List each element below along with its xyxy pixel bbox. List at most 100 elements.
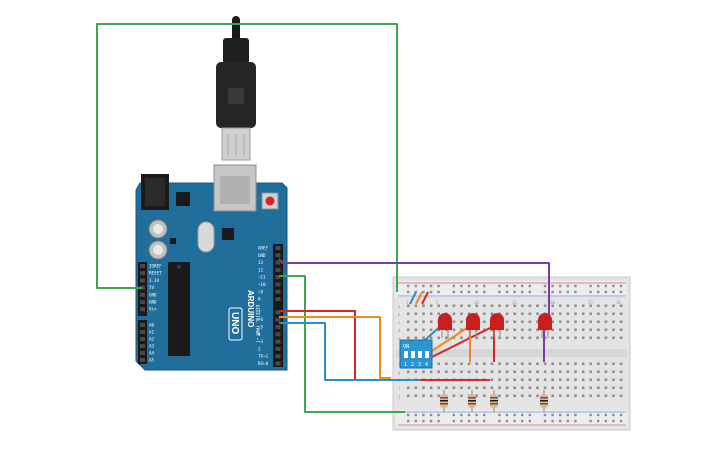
rail-hole [619, 284, 623, 288]
breadboard-hole [597, 386, 600, 390]
digital-pin-socket[interactable] [275, 310, 281, 315]
dip-switch-3[interactable] [418, 351, 422, 358]
breadboard-hole [483, 312, 486, 316]
resistor-2[interactable] [468, 390, 476, 412]
digital-pin-socket[interactable] [275, 253, 281, 258]
analog-pin-socket[interactable] [140, 351, 145, 355]
power-pin-socket[interactable] [140, 300, 145, 304]
digital-pin-socket[interactable] [275, 325, 281, 329]
wires[interactable] [96, 23, 550, 413]
digital-pin-socket[interactable] [275, 346, 281, 351]
analog-pin-socket[interactable] [140, 330, 145, 334]
analog-pin-socket[interactable] [140, 358, 145, 362]
digital-pin-socket[interactable] [275, 260, 281, 265]
rail-hole [460, 290, 463, 294]
breadboard-hole [589, 362, 592, 366]
wire-red-pin7[interactable] [279, 310, 490, 381]
resistors[interactable] [440, 390, 548, 412]
dip-switch-4[interactable] [425, 351, 429, 358]
analog-pin-socket[interactable] [140, 323, 145, 327]
resistor-4[interactable] [540, 390, 548, 412]
breadboard-hole [559, 328, 562, 332]
breadboard-hole [619, 328, 623, 332]
digital-pin-socket[interactable] [275, 246, 281, 250]
digital-pin-socket[interactable] [275, 339, 281, 344]
led-2[interactable] [466, 313, 480, 338]
wire-orange-pin6[interactable] [279, 316, 391, 379]
wire-purple-gnd[interactable] [278, 258, 550, 324]
breadboard[interactable]: a b c d e f g h i j 1 5 10 15 20 25 30 [392, 276, 631, 431]
wire-dip-to-led3[interactable] [429, 325, 495, 359]
power-pin-socket[interactable] [140, 271, 145, 276]
analog-pin-socket[interactable] [140, 344, 145, 348]
breadboard-hole [429, 370, 433, 374]
breadboard-hole [559, 362, 562, 366]
resistor-1[interactable] [440, 390, 448, 412]
breadboard-hole [559, 378, 562, 382]
rail-hole [483, 284, 486, 288]
led-3[interactable] [490, 313, 504, 338]
rail-hole [467, 413, 471, 417]
digital-pin-socket[interactable] [275, 297, 281, 302]
wire-green-gnd-loop[interactable] [96, 23, 398, 292]
power-pin-socket[interactable] [140, 285, 145, 290]
digital-pin-socket[interactable] [275, 275, 281, 280]
wire-jumper-red-top[interactable] [421, 291, 429, 305]
breadboard-hole [460, 362, 463, 366]
digital-pin-socket[interactable] [275, 267, 281, 272]
breadboard-hole [452, 386, 456, 390]
breadboard-hole [483, 386, 486, 390]
rail-hole [429, 419, 433, 423]
led-1[interactable] [438, 313, 452, 338]
rail-hole [566, 290, 569, 294]
dip-switch[interactable]: ON 1 2 3 4 [399, 339, 433, 369]
breadboard-hole [483, 394, 486, 398]
breadboard-hole [574, 312, 577, 316]
breadboard-hole [536, 386, 539, 390]
digital-pin-socket[interactable] [275, 282, 281, 287]
dip-switch-1[interactable] [404, 351, 408, 358]
digital-pin-socket[interactable] [275, 354, 281, 359]
wire-jumper-orange-top[interactable] [415, 291, 423, 305]
breadboard-hole [475, 312, 478, 316]
breadboard-hole [521, 320, 524, 324]
rail-hole [521, 284, 524, 288]
usb-cable[interactable] [216, 16, 256, 161]
analog-pin-socket[interactable] [140, 337, 145, 341]
breadboard-hole [460, 328, 463, 332]
breadboard-hole [619, 386, 623, 390]
power-pin-socket[interactable] [140, 292, 145, 297]
led-4[interactable] [538, 313, 552, 338]
breadboard-hole [483, 320, 486, 324]
breadboard-hole [612, 320, 615, 324]
breadboard-hole [551, 378, 554, 382]
rail-hole [437, 284, 440, 288]
breadboard-hole [619, 304, 623, 308]
dip-switch-2[interactable] [411, 351, 415, 358]
breadboard-hole [460, 312, 463, 316]
arduino-uno-board[interactable]: ARDUINO UNO DIGITAL (PWM ~) AREFGND1312~… [135, 164, 288, 371]
power-pin-socket[interactable] [140, 307, 145, 312]
breadboard-hole [589, 312, 592, 316]
rail-hole [429, 290, 433, 294]
digital-pin-socket[interactable] [275, 332, 281, 337]
breadboard-hole [521, 312, 524, 316]
breadboard-hole [574, 304, 577, 308]
rail-hole [467, 290, 471, 294]
power-pin-socket[interactable] [140, 264, 145, 268]
digital-pin-socket[interactable] [275, 361, 281, 366]
rail-hole [452, 419, 455, 423]
breadboard-hole [612, 328, 615, 332]
digital-pin-socket[interactable] [275, 289, 281, 294]
wire-jumper-blue-top[interactable] [409, 291, 417, 305]
wire-blue-pin5[interactable] [279, 322, 420, 381]
leds[interactable] [438, 313, 552, 338]
digital-pin-socket[interactable] [275, 317, 281, 322]
resistor-3[interactable] [490, 390, 498, 412]
power-pin-socket[interactable] [140, 278, 145, 283]
wire-green-5v[interactable] [279, 275, 405, 413]
breadboard-hole [467, 386, 471, 390]
